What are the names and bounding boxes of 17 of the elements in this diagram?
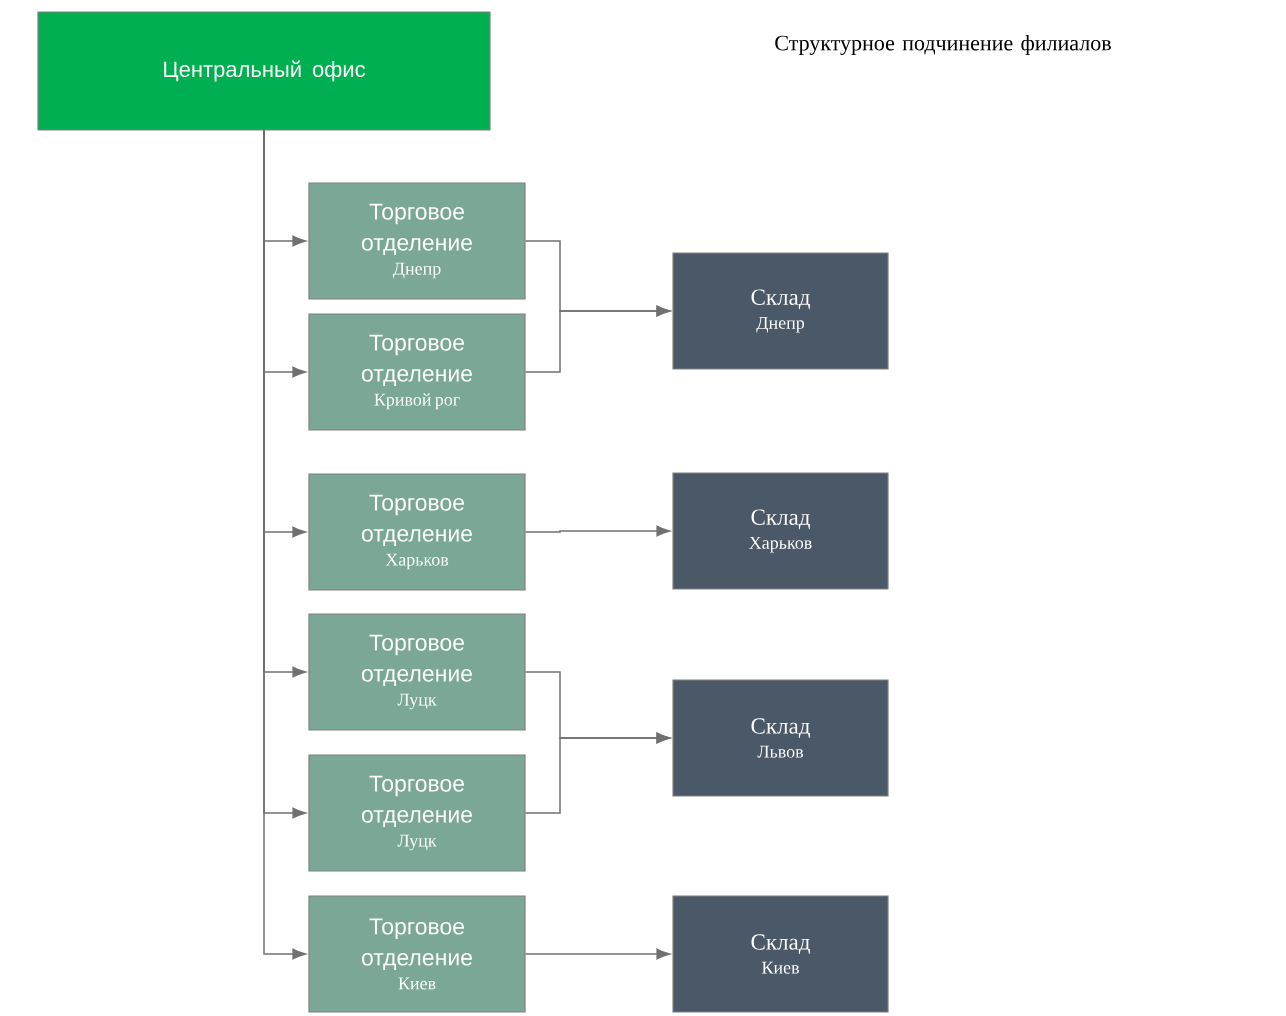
branch-box: Торговое отделение Луцк	[308, 754, 526, 872]
arrow	[524, 948, 671, 960]
branch-box: Торговое отделение Луцк	[308, 613, 526, 731]
arrow	[524, 305, 671, 373]
title: Структурное подчинение филиалов	[775, 35, 1111, 55]
branch-box: Торговое отделение Харьков	[308, 473, 526, 591]
warehouse-box: Склад Киев	[672, 895, 889, 1013]
arrow	[524, 732, 671, 814]
head-office-box: Центральный офис	[37, 11, 491, 131]
warehouse-box: Склад Львов	[672, 679, 889, 797]
arrow	[524, 525, 671, 537]
branch-box: Торговое отделение Киев	[308, 895, 526, 1013]
branch-box: Торговое отделение Днепр	[308, 182, 526, 300]
warehouse-box: Склад Днепр	[672, 252, 889, 370]
arrow	[263, 129, 307, 960]
warehouse-box: Склад Харьков	[672, 472, 889, 590]
branch-box: Торговое отделение Кривой рог	[308, 313, 526, 431]
